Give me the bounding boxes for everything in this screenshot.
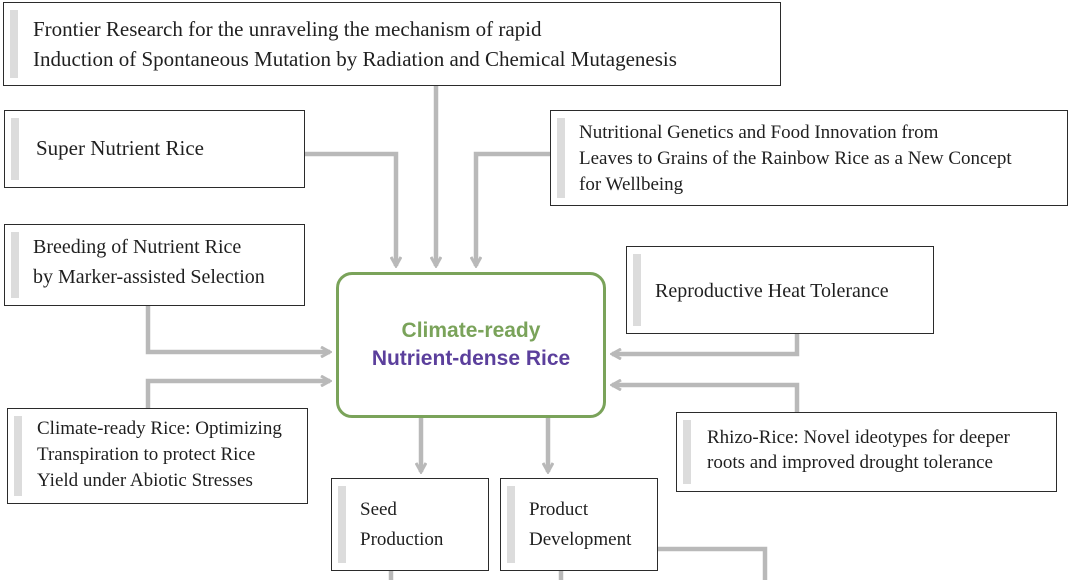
- nutritional-genetics-line-1: Nutritional Genetics and Food Innovation…: [579, 122, 939, 143]
- rhizo-rice-box: Rhizo-Rice: Novel ideotypes for deeper r…: [676, 412, 1057, 492]
- center-title-line-2: Nutrient-dense Rice: [371, 347, 571, 370]
- marker-breeding-box: Breeding of Nutrient Rice by Marker-assi…: [4, 224, 305, 306]
- rhizo-rice-line-2: roots and improved drought tolerance: [707, 452, 993, 473]
- rhizo-rice-line-1: Rhizo-Rice: Novel ideotypes for deeper: [707, 427, 1010, 448]
- transpiration-line-2: Transpiration to protect Rice: [37, 444, 256, 465]
- center-title-line-1: Climate-ready: [401, 319, 541, 342]
- super-nutrient-label: Super Nutrient Rice: [36, 136, 204, 160]
- arrow-rhizo-to-center: [612, 385, 800, 412]
- arrow-transpiration-to-center: [145, 381, 330, 408]
- arrow-super-nutrient-to-center: [305, 151, 396, 266]
- heat-tolerance-box: Reproductive Heat Tolerance: [626, 246, 934, 334]
- title-line-1: Frontier Research for the unraveling the…: [33, 17, 542, 41]
- arrow-heat-tolerance-to-center: [612, 334, 800, 354]
- nutritional-genetics-box: Nutritional Genetics and Food Innovation…: [550, 110, 1068, 206]
- arrow-marker-breeding-to-center: [145, 306, 330, 352]
- connector-product-right: [658, 546, 768, 580]
- seed-production-line-1: Seed: [360, 499, 397, 520]
- seed-production-box: Seed Production: [331, 478, 489, 571]
- transpiration-box: Climate-ready Rice: Optimizing Transpira…: [7, 408, 308, 504]
- product-development-line-2: Development: [529, 529, 632, 550]
- nutritional-genetics-line-2: Leaves to Grains of the Rainbow Rice as …: [579, 148, 1012, 169]
- title-line-2: Induction of Spontaneous Mutation by Rad…: [33, 47, 677, 71]
- marker-breeding-line-2: by Marker-assisted Selection: [33, 266, 265, 288]
- product-development-line-1: Product: [529, 499, 589, 520]
- climate-ready-rice-node: Climate-ready Nutrient-dense Rice: [336, 272, 606, 418]
- marker-breeding-line-1: Breeding of Nutrient Rice: [33, 236, 242, 258]
- transpiration-line-3: Yield under Abiotic Stresses: [37, 470, 253, 491]
- seed-production-line-2: Production: [360, 529, 444, 550]
- transpiration-line-1: Climate-ready Rice: Optimizing: [37, 418, 282, 439]
- super-nutrient-box: Super Nutrient Rice: [4, 110, 305, 188]
- nutritional-genetics-line-3: for Wellbeing: [579, 174, 684, 195]
- heat-tolerance-label: Reproductive Heat Tolerance: [655, 280, 889, 302]
- arrow-nutritional-genetics-to-center: [476, 151, 550, 266]
- title-box: Frontier Research for the unraveling the…: [3, 2, 781, 86]
- product-development-box: Product Development: [500, 478, 658, 571]
